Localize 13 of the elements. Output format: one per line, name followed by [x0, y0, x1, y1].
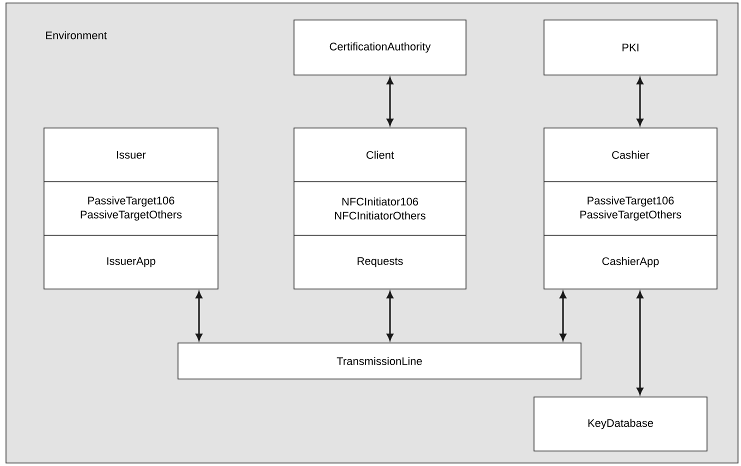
component-box: CertificationAuthority: [294, 20, 466, 76]
component-box: KeyDatabase: [534, 396, 708, 452]
arrow: [386, 291, 394, 341]
component-box: PKI: [544, 20, 718, 76]
class-box: Issuer PassiveTarget106 PassiveTargetOthers IssuerApp: [44, 128, 218, 290]
arrow: [636, 77, 644, 126]
arrow: [560, 291, 566, 341]
class-box: Cashier PassiveTarget106 PassiveTargetOthers CashierApp: [544, 128, 718, 290]
component-box: TransmissionLine: [178, 342, 582, 380]
arrow: [386, 77, 394, 126]
class-box: Client NFCInitiator106 NFCInitiatorOthers Requests: [294, 128, 466, 290]
arrow: [636, 291, 644, 395]
arrow: [196, 291, 202, 341]
